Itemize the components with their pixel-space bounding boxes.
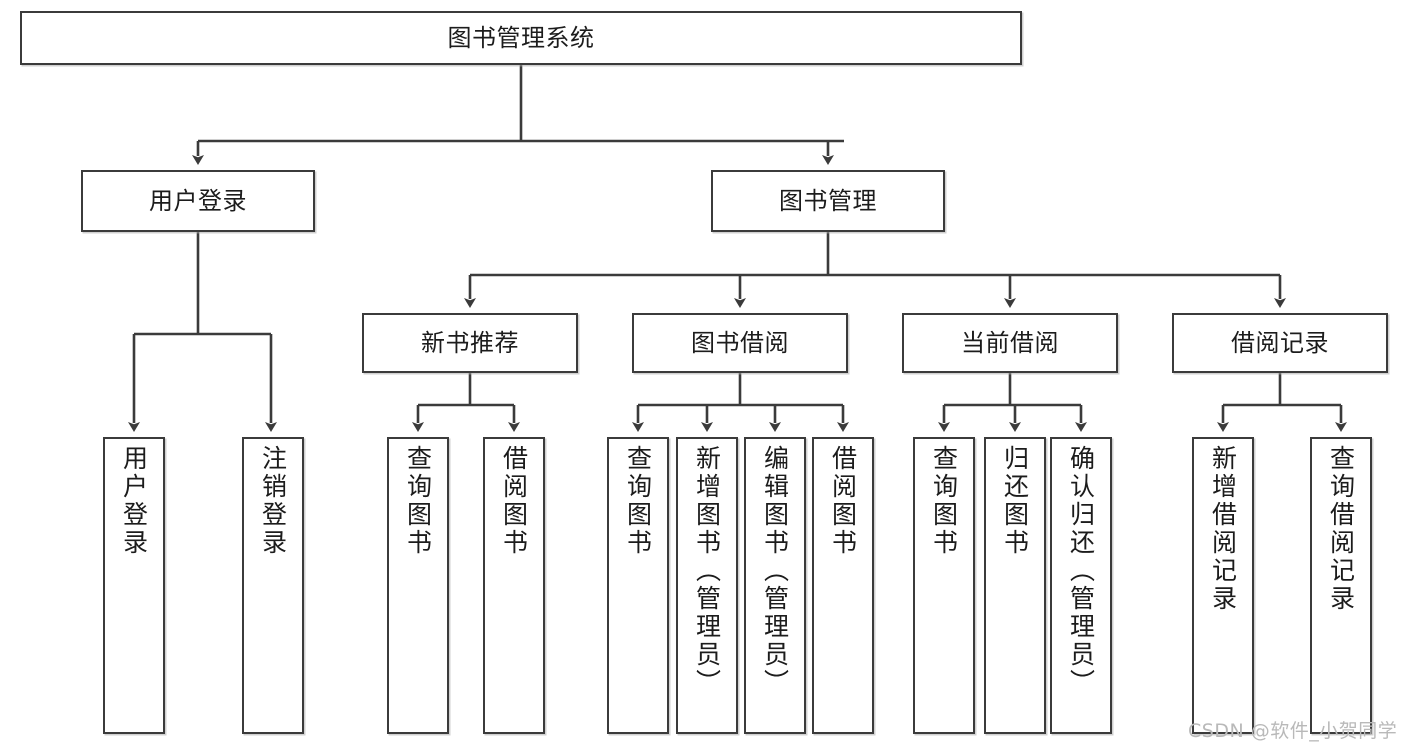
node-leaf-rec-borrow-book[interactable]: 借阅图书	[483, 437, 545, 734]
node-current-borrowing[interactable]: 当前借阅	[902, 313, 1118, 373]
node-leaf-query-borrow-record-label: 查询借阅记录	[1326, 445, 1356, 613]
node-book-borrowing-label: 图书借阅	[691, 328, 789, 357]
node-user-login[interactable]: 用户登录	[81, 170, 315, 232]
node-leaf-user-logout[interactable]: 注销登录	[242, 437, 304, 734]
node-leaf-borrow-book-label: 借阅图书	[828, 445, 858, 557]
node-current-borrowing-label: 当前借阅	[961, 328, 1059, 357]
node-leaf-confirm-return-admin-label: 确认归还（管理员）	[1066, 445, 1096, 697]
node-leaf-add-borrow-record-label: 新增借阅记录	[1208, 445, 1238, 613]
csdn-watermark: CSDN @软件_小贺同学	[1188, 720, 1398, 742]
node-leaf-cur-query-book[interactable]: 查询图书	[913, 437, 975, 734]
node-leaf-user-logout-label: 注销登录	[258, 445, 288, 557]
node-borrow-records-label: 借阅记录	[1231, 328, 1329, 357]
node-book-management-label: 图书管理	[779, 186, 877, 215]
node-borrow-records[interactable]: 借阅记录	[1172, 313, 1388, 373]
node-root-label: 图书管理系统	[447, 23, 595, 52]
node-leaf-return-book-label: 归还图书	[1000, 445, 1030, 557]
node-leaf-borrow-query-book-label: 查询图书	[623, 445, 653, 557]
node-leaf-cur-query-book-label: 查询图书	[929, 445, 959, 557]
node-leaf-rec-query-book[interactable]: 查询图书	[387, 437, 449, 734]
node-leaf-user-login[interactable]: 用户登录	[103, 437, 165, 734]
node-leaf-rec-query-book-label: 查询图书	[403, 445, 433, 557]
node-new-book-recommendation[interactable]: 新书推荐	[362, 313, 578, 373]
node-root[interactable]: 图书管理系统	[20, 11, 1022, 65]
node-leaf-edit-book-admin-label: 编辑图书（管理员）	[760, 445, 790, 697]
node-new-book-recommendation-label: 新书推荐	[421, 328, 519, 357]
node-leaf-rec-borrow-book-label: 借阅图书	[499, 445, 529, 557]
node-leaf-user-login-label: 用户登录	[119, 445, 149, 557]
node-leaf-query-borrow-record[interactable]: 查询借阅记录	[1310, 437, 1372, 734]
node-leaf-add-book-admin[interactable]: 新增图书（管理员）	[676, 437, 738, 734]
node-leaf-return-book[interactable]: 归还图书	[984, 437, 1046, 734]
node-leaf-borrow-book[interactable]: 借阅图书	[812, 437, 874, 734]
node-leaf-add-borrow-record[interactable]: 新增借阅记录	[1192, 437, 1254, 734]
node-leaf-add-book-admin-label: 新增图书（管理员）	[692, 445, 722, 697]
node-book-management[interactable]: 图书管理	[711, 170, 945, 232]
node-leaf-edit-book-admin[interactable]: 编辑图书（管理员）	[744, 437, 806, 734]
node-user-login-label: 用户登录	[149, 186, 247, 215]
node-leaf-borrow-query-book[interactable]: 查询图书	[607, 437, 669, 734]
node-book-borrowing[interactable]: 图书借阅	[632, 313, 848, 373]
node-leaf-confirm-return-admin[interactable]: 确认归还（管理员）	[1050, 437, 1112, 734]
